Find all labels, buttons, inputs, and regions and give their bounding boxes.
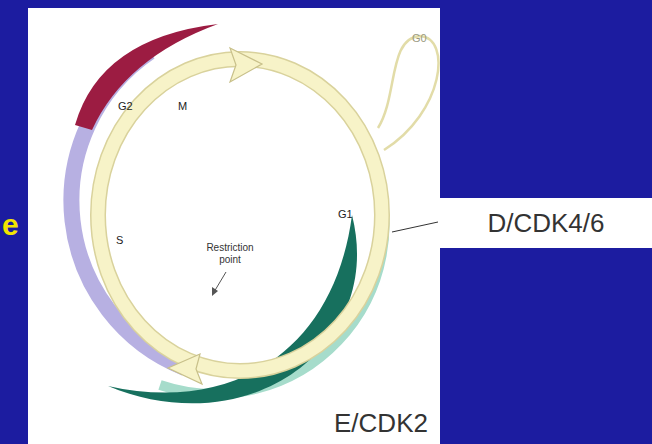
checkpoint-label: Restriction point [200, 242, 260, 265]
cyclin-box: E/CDK2 [322, 402, 440, 444]
phase-label: G1 [338, 208, 353, 221]
title-fragment: e [2, 208, 19, 243]
m-phase-crescent [75, 24, 218, 130]
figure-ground [28, 8, 440, 444]
pointer-line [214, 272, 226, 292]
pointer-head [212, 287, 218, 296]
ring-arrowhead [168, 354, 202, 384]
cycle-ring [98, 59, 382, 371]
phase-label: S [116, 234, 123, 247]
cyclin-label: D/CDK4/6 [487, 208, 604, 239]
leader-line [392, 222, 438, 232]
cyclin-label: E/CDK2 [334, 408, 428, 439]
g0-loop [378, 36, 438, 150]
ring-arrowhead [230, 48, 262, 82]
phase-label: M [178, 100, 187, 113]
phase-label: G0 [412, 32, 427, 45]
phase-label: G2 [118, 100, 133, 113]
cyclin-box: D/CDK4/6 [440, 198, 652, 248]
